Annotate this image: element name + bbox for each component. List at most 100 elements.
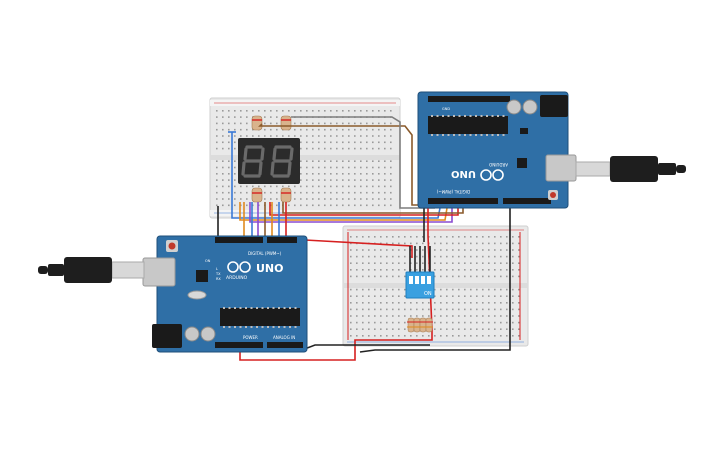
- usb-cable-right[interactable]: [575, 156, 686, 182]
- breadboard-hole: [294, 128, 296, 131]
- chip-pin: [245, 307, 247, 309]
- breadboard-hole: [470, 262, 472, 264]
- breadboard-hole: [312, 185, 314, 188]
- breadboard-hole: [488, 302, 490, 304]
- breadboard-hole: [354, 110, 356, 112]
- breadboard-hole: [452, 328, 454, 330]
- breadboard-hole: [428, 315, 430, 317]
- breadboard-hole: [390, 185, 392, 188]
- breadboard-hole: [350, 236, 352, 238]
- breadboard-hole: [354, 141, 356, 144]
- breadboard-hole: [350, 275, 352, 278]
- breadboard-hole: [300, 185, 302, 188]
- breadboard-hole: [324, 179, 326, 181]
- breadboard-hole: [294, 122, 296, 125]
- chip-pin: [453, 115, 455, 117]
- breadboard-hole: [518, 321, 520, 324]
- breadboard-hole: [312, 179, 314, 181]
- breadboard-hole: [354, 147, 356, 150]
- breadboard-hole: [494, 328, 496, 330]
- breadboard-hole: [392, 328, 394, 330]
- breadboard-hole: [362, 335, 364, 337]
- breadboard-hole: [276, 110, 278, 112]
- chip-pin: [480, 134, 483, 136]
- chip-pin: [447, 134, 450, 136]
- breadboard-hole: [342, 185, 344, 188]
- breadboard-hole: [518, 242, 520, 245]
- breadboard-hole: [452, 302, 454, 304]
- bottom-breadboard[interactable]: [342, 225, 529, 347]
- breadboard-hole: [470, 255, 472, 258]
- breadboard-hole: [482, 321, 484, 324]
- breadboard-hole: [234, 128, 236, 131]
- breadboard-hole: [356, 328, 358, 330]
- breadboard-hole: [362, 295, 364, 297]
- chip-pin: [497, 115, 499, 117]
- breadboard-hole: [350, 288, 352, 291]
- arduino-right[interactable]: UNO ARDUINO DIGITAL (PWM~) GND: [417, 91, 577, 209]
- breadboard-hole: [234, 147, 236, 150]
- breadboard-hole: [470, 236, 472, 238]
- breadboard-hole: [380, 295, 382, 297]
- breadboard-hole: [494, 236, 496, 238]
- breadboard-hole: [374, 255, 376, 258]
- breadboard-hole: [378, 128, 380, 131]
- left-rx-label: RX: [216, 277, 221, 281]
- breadboard-hole: [318, 173, 320, 175]
- breadboard-hole: [398, 315, 400, 317]
- breadboard-hole: [336, 179, 338, 181]
- breadboard-hole: [500, 335, 502, 337]
- dip-switch[interactable]: ON: [405, 271, 435, 299]
- breadboard-hole: [276, 191, 278, 194]
- breadboard-hole: [452, 236, 454, 238]
- resistors-top[interactable]: [251, 115, 292, 203]
- breadboard-hole: [234, 179, 236, 181]
- breadboard-hole: [270, 116, 272, 118]
- breadboard-hole: [378, 122, 380, 125]
- breadboard-hole: [390, 179, 392, 181]
- chip-pin: [267, 326, 269, 328]
- breadboard-hole: [434, 236, 436, 238]
- breadboard-hole: [386, 328, 388, 330]
- breadboard-hole: [434, 321, 436, 324]
- left-arduino-logo: UNO ARDUINO: [226, 261, 284, 281]
- breadboard-hole: [384, 185, 386, 188]
- breadboard-hole: [518, 262, 520, 264]
- breadboard-hole: [350, 321, 352, 324]
- breadboard-hole: [342, 166, 344, 169]
- breadboard-hole: [518, 295, 520, 297]
- breadboard-hole: [234, 198, 236, 200]
- breadboard-hole: [336, 135, 338, 137]
- seven-segment-display[interactable]: [238, 138, 300, 184]
- breadboard-hole: [476, 315, 478, 317]
- chip-pin: [283, 307, 286, 309]
- chip-pin: [250, 307, 253, 309]
- breadboard-hole: [240, 198, 242, 200]
- breadboard-hole: [374, 262, 376, 264]
- breadboard-hole: [318, 198, 320, 200]
- breadboard-hole: [422, 249, 424, 251]
- breadboard-hole: [476, 242, 478, 245]
- breadboard-hole: [300, 110, 302, 112]
- breadboard-hole: [386, 275, 388, 278]
- breadboard-hole: [512, 236, 514, 238]
- usb-cable-left[interactable]: [38, 257, 145, 283]
- breadboard-hole: [246, 191, 248, 194]
- breadboard-hole: [300, 122, 302, 125]
- breadboard-hole: [398, 262, 400, 264]
- breadboard-hole: [458, 275, 460, 278]
- breadboard-hole: [386, 335, 388, 337]
- breadboard-hole: [348, 204, 350, 207]
- breadboard-hole: [372, 179, 374, 181]
- breadboard-hole: [518, 335, 520, 337]
- breadboard-hole: [404, 255, 406, 258]
- chip-pin: [480, 115, 483, 117]
- arduino-left[interactable]: UNO ARDUINO DIGITAL (PWM~) POWER ANALOG …: [142, 235, 308, 353]
- breadboard-hole: [354, 135, 356, 137]
- chip-pin: [491, 134, 494, 136]
- chip-pin: [239, 307, 242, 309]
- resistors-bottom[interactable]: [407, 317, 433, 333]
- breadboard-hole: [488, 269, 490, 271]
- breadboard-hole: [336, 185, 338, 188]
